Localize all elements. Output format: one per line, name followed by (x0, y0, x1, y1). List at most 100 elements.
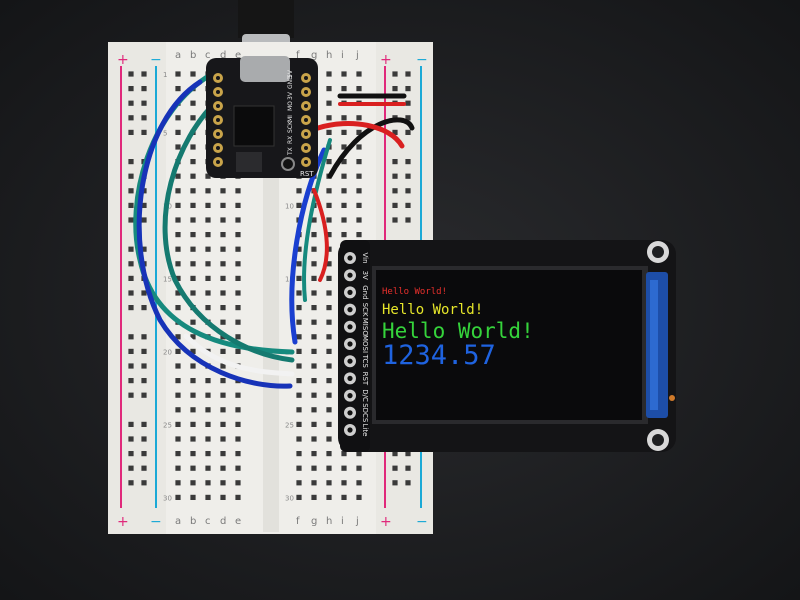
row-number-label: 15 (285, 275, 294, 283)
breadboard-hole (326, 202, 332, 208)
breadboard-hole (175, 129, 181, 135)
breadboard-hole (205, 407, 211, 413)
qt-pin-label: MI (287, 115, 294, 122)
breadboard-hole (220, 480, 226, 486)
breadboard-hole (235, 465, 241, 471)
breadboard-hole (296, 407, 302, 413)
breadboard-hole (326, 421, 332, 427)
breadboard-hole (175, 115, 181, 121)
rail-hole (405, 202, 411, 208)
breadboard-hole (190, 188, 196, 194)
rail-hole (128, 363, 134, 369)
wire-green-2 (162, 97, 295, 363)
breadboard-hole (326, 334, 332, 340)
breadboard-hole (190, 246, 196, 252)
breadboard-hole (175, 173, 181, 179)
rail-hole (128, 290, 134, 296)
breadboard-hole (326, 319, 332, 325)
breadboard-hole (341, 202, 347, 208)
breadboard-hole (356, 173, 362, 179)
breadboard-hole (311, 305, 317, 311)
rail-hole (141, 465, 147, 471)
rail-hole (128, 202, 134, 208)
screen-line-3: Hello World! (382, 319, 534, 343)
breadboard-hole (190, 319, 196, 325)
rail-hole (392, 173, 398, 179)
breadboard-hole (311, 334, 317, 340)
breadboard-hole (205, 275, 211, 281)
breadboard-hole (205, 451, 211, 457)
rail-hole (392, 480, 398, 486)
rail-hole (405, 86, 411, 92)
qt-pin-label: MO (287, 101, 294, 111)
breadboard-hole (175, 421, 181, 427)
rail-hole (392, 188, 398, 194)
breadboard-hole (326, 494, 332, 500)
breadboard-hole (175, 334, 181, 340)
screen-number: 1234.57 (382, 340, 496, 371)
rail-hole (128, 115, 134, 121)
breadboard-hole (356, 115, 362, 121)
breadboard-hole (220, 407, 226, 413)
breadboard-hole (326, 465, 332, 471)
reset-label: RST (300, 170, 314, 178)
rail-hole (141, 378, 147, 384)
breadboard-hole (356, 217, 362, 223)
screen-line-2: Hello World! (382, 302, 483, 318)
breadboard-hole (190, 334, 196, 340)
breadboard-hole (175, 261, 181, 267)
breadboard-hole (175, 202, 181, 208)
rail-hole (141, 217, 147, 223)
breadboard-hole (356, 202, 362, 208)
column-label: g (311, 516, 317, 527)
rail-hole (128, 71, 134, 77)
column-label: g (311, 50, 317, 61)
breadboard-hole (341, 480, 347, 486)
breadboard-hole (311, 319, 317, 325)
column-label: f (296, 516, 300, 527)
breadboard-hole (175, 71, 181, 77)
breadboard-hole (190, 348, 196, 354)
breadboard-hole (235, 480, 241, 486)
breadboard-hole (341, 129, 347, 135)
column-label: h (326, 516, 332, 527)
rail-hole (128, 275, 134, 281)
breadboard-hole (341, 232, 347, 238)
breadboard-hole (235, 319, 241, 325)
breadboard-hole (326, 188, 332, 194)
breadboard-hole (296, 275, 302, 281)
column-label: c (205, 516, 211, 527)
breadboard-hole (326, 480, 332, 486)
breadboard-hole (235, 392, 241, 398)
rail-hole (141, 305, 147, 311)
breadboard-hole (175, 378, 181, 384)
breadboard-hole (311, 290, 317, 296)
breadboard-hole (190, 144, 196, 150)
breadboard-hole (311, 494, 317, 500)
row-number-label: 30 (163, 494, 172, 502)
breadboard-hole (356, 480, 362, 486)
breadboard-hole (190, 392, 196, 398)
breadboard-hole (341, 86, 347, 92)
breadboard-hole (190, 217, 196, 223)
breadboard-hole (296, 392, 302, 398)
breadboard-hole (235, 188, 241, 194)
breadboard-hole (220, 261, 226, 267)
breadboard-hole (296, 421, 302, 427)
breadboard-hole (341, 451, 347, 457)
breadboard-hole (296, 261, 302, 267)
rail-hole (128, 392, 134, 398)
breadboard-hole (175, 363, 181, 369)
rail-hole (405, 217, 411, 223)
breadboard-hole (175, 86, 181, 92)
rail-hole (141, 86, 147, 92)
breadboard-hole (235, 407, 241, 413)
breadboard-hole (235, 451, 241, 457)
breadboard-hole (235, 232, 241, 238)
breadboard-hole (220, 348, 226, 354)
breadboard-hole (205, 173, 211, 179)
usb-c-receptacle (240, 56, 290, 82)
breadboard-hole (356, 71, 362, 77)
breadboard-hole (220, 305, 226, 311)
breadboard-hole (326, 407, 332, 413)
